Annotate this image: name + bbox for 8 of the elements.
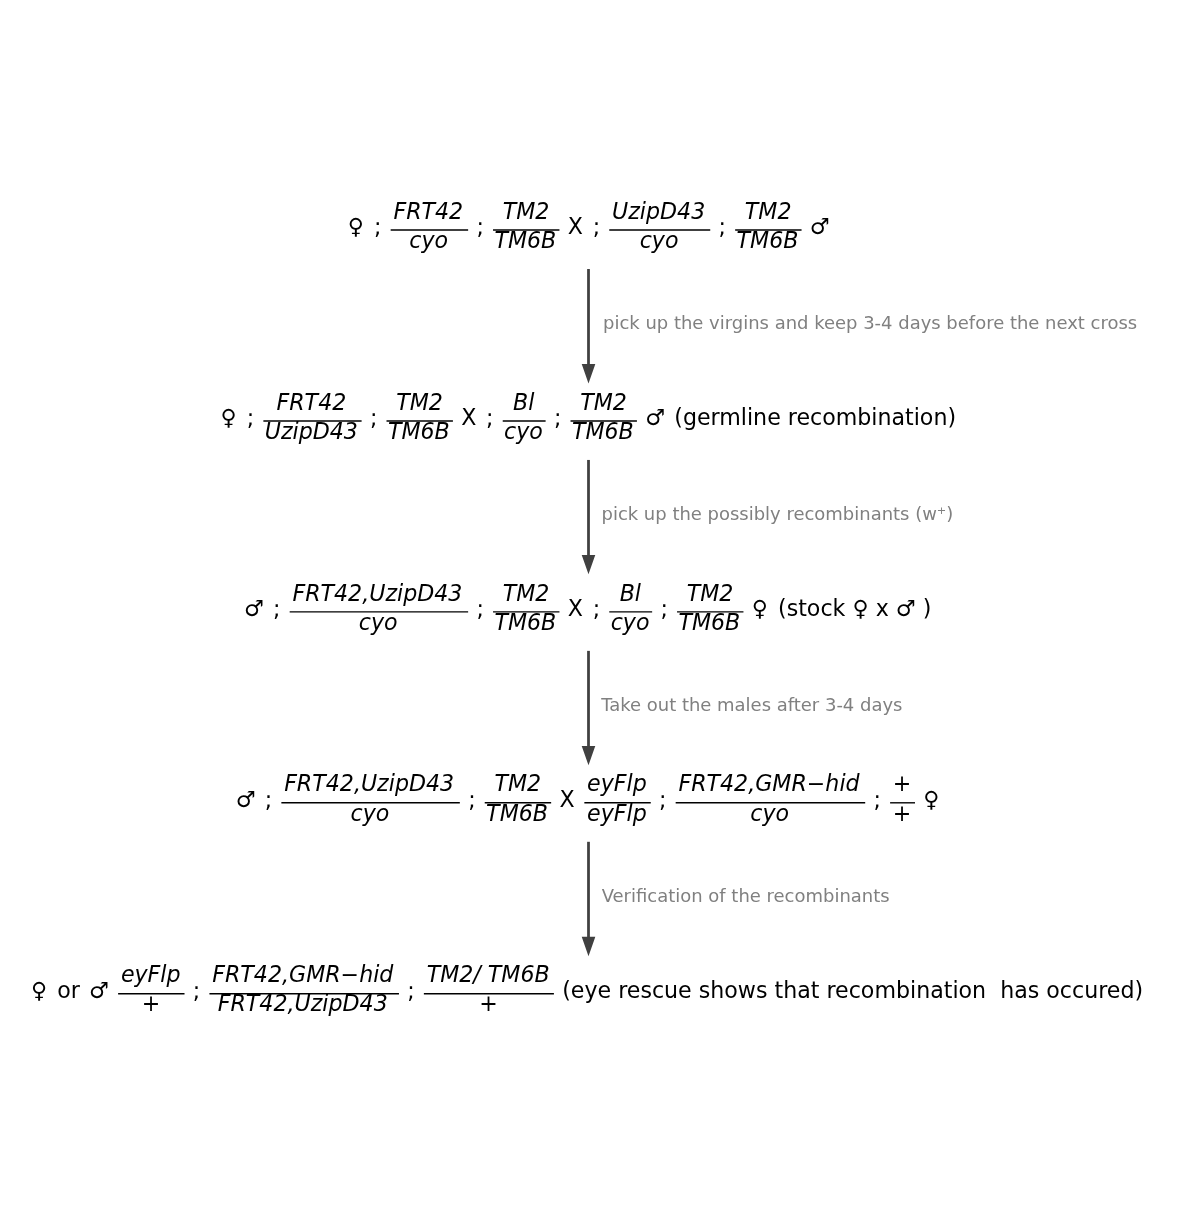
arrow <box>581 459 596 574</box>
edge-label: pick up the possibly recombinants (w⁺) <box>601 502 954 524</box>
arrow <box>581 268 596 383</box>
arrow <box>581 650 596 765</box>
arrow <box>581 841 596 956</box>
edge-label: Verification of the recombinants <box>601 884 890 906</box>
edge-label: Take out the males after 3-4 days <box>601 693 903 715</box>
edge-label: pick up the virgins and keep 3-4 days before the next cross <box>603 311 1138 333</box>
